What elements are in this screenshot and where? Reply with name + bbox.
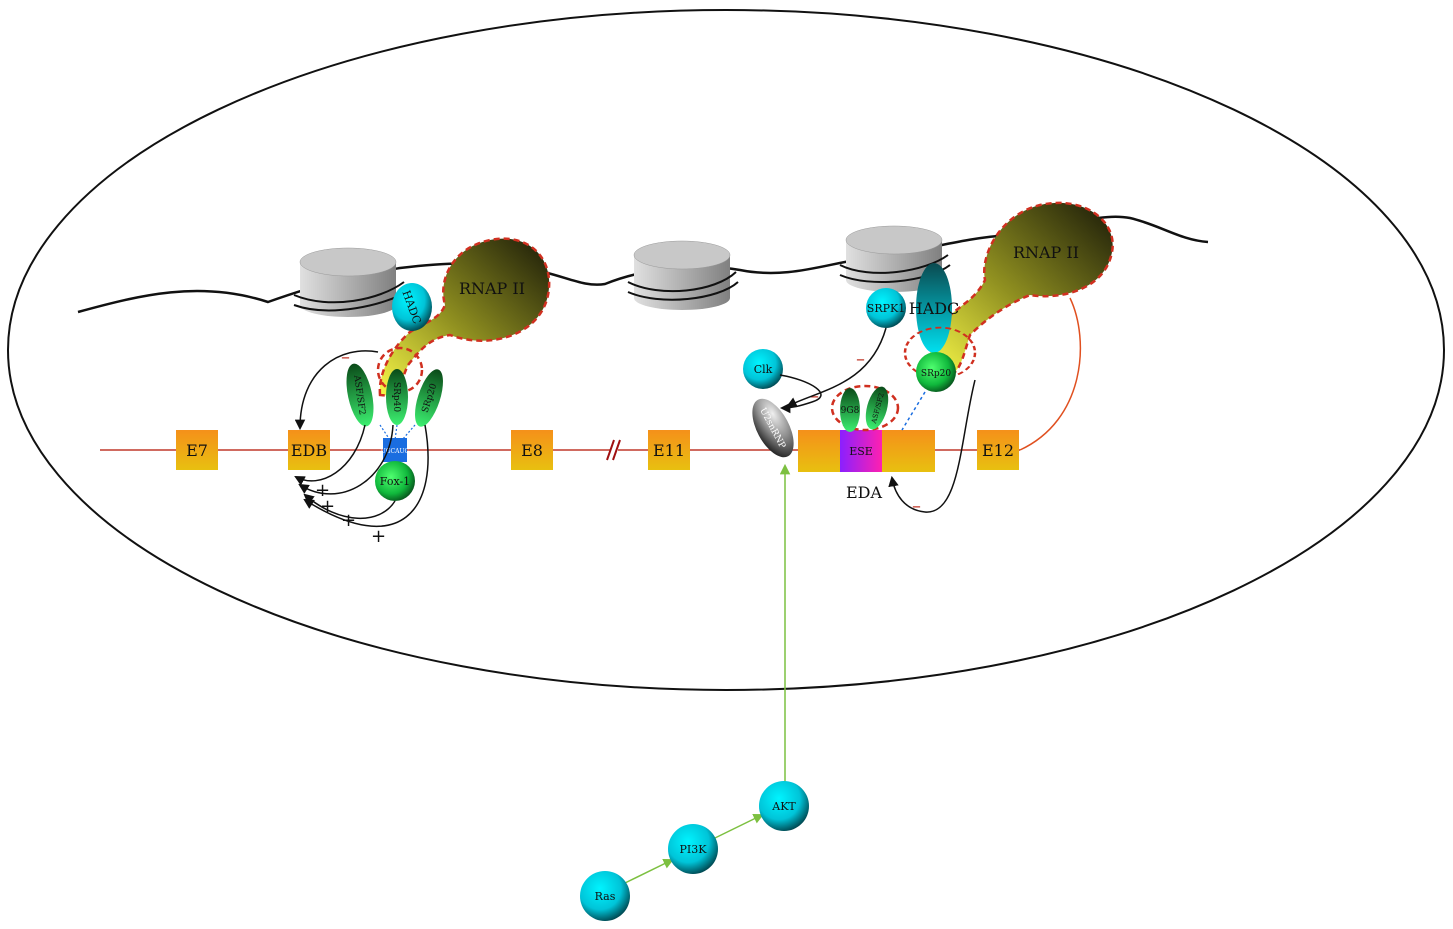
activate-arrow-asf2 — [294, 424, 366, 486]
exon-e12-label: E12 — [982, 441, 1014, 460]
exon-eda: ESE EDA — [798, 430, 935, 502]
hadc-right: HADC — [909, 263, 960, 353]
arrow-pi3k-to-akt — [714, 813, 764, 839]
clk-kinase: Clk — [743, 349, 783, 389]
ras-label: Ras — [595, 890, 616, 903]
arrow-ras-to-pi3k — [624, 858, 674, 884]
inhibit-arrow-to-eda — [888, 379, 976, 513]
arrow-srpk1-to-u2 — [786, 327, 887, 407]
fox1-label: Fox-1 — [380, 475, 410, 488]
ugcaug-label: UGCAUG — [381, 448, 410, 455]
ras-node: Ras — [580, 871, 630, 921]
ese-label: ESE — [849, 445, 873, 458]
clk-label: Clk — [754, 363, 773, 376]
minus-sign-left: – — [341, 347, 350, 368]
exon-e11-label: E11 — [653, 441, 685, 460]
activate-arrow-srp20 — [303, 424, 429, 528]
akt-label: AKT — [771, 800, 796, 813]
arrow-clk-to-u2 — [779, 374, 822, 414]
ugcaug-element: UGCAUG — [381, 438, 410, 462]
rnap-left-label: RNAP II — [459, 279, 525, 298]
exon-edb: EDB — [288, 430, 330, 470]
plus-sign-2: + — [320, 496, 335, 517]
plus-sign-1: + — [315, 480, 330, 501]
srpk1-label: SRPK1 — [867, 302, 905, 315]
sr-9g8: 9G8 — [840, 388, 860, 432]
exon-e7-label: E7 — [186, 441, 208, 460]
srp20-binding-dotted — [901, 391, 926, 431]
break-mark — [606, 439, 621, 461]
sr-9g8-label: 9G8 — [841, 406, 860, 416]
srp20-right: SRp20 — [916, 352, 956, 392]
activate-arrow-fox1 — [303, 493, 396, 520]
hadc-left: HADC — [392, 283, 432, 331]
nucleosome-right — [839, 225, 951, 292]
sr-asf2-left: ASF/SF2 — [346, 363, 374, 427]
nucleus-boundary — [7, 9, 1445, 691]
srp20-right-label: SRp20 — [921, 369, 951, 379]
exon-e7: E7 — [176, 430, 218, 470]
rnap-right-label: RNAP II — [1013, 243, 1079, 262]
inhibit-arrow-hadc-to-edb — [294, 350, 379, 431]
activate-arrow-srp40 — [298, 424, 394, 495]
pi3k-node: PI3K — [668, 824, 718, 874]
sr-binding-dotted-left — [379, 424, 416, 441]
exon-e8: E8 — [511, 430, 553, 470]
sr-srp40-label: SRp40 — [391, 382, 401, 412]
sr-srp20-left: SRp20 — [415, 369, 443, 427]
exon-edb-label: EDB — [291, 441, 327, 460]
plus-sign-4: + — [371, 526, 386, 547]
akt-node: AKT — [759, 781, 809, 831]
sr-dashed-circle-ese — [830, 384, 900, 432]
hadc-right-label: HADC — [909, 299, 960, 318]
sr-asf-right: ASF/SF2 — [865, 386, 889, 430]
nucleosome-left — [293, 247, 407, 317]
minus-sign-eda: – — [912, 496, 921, 517]
pi3k-label: PI3K — [680, 843, 708, 856]
exon-e12: E12 — [977, 430, 1019, 470]
plus-sign-3: + — [341, 510, 356, 531]
nucleosome-middle — [627, 240, 739, 310]
exon-e8-label: E8 — [521, 441, 543, 460]
rnap-right-tether — [1019, 297, 1082, 451]
eda-label: EDA — [846, 483, 883, 502]
minus-sign-clk: – — [810, 386, 819, 407]
rnap-ii-right: RNAP II — [928, 201, 1114, 374]
fox1-protein: Fox-1 — [375, 461, 415, 501]
srpk1-kinase: SRPK1 — [866, 288, 906, 328]
sr-srp40-left: SRp40 — [386, 369, 408, 425]
ese-region — [840, 430, 882, 472]
exon-e11: E11 — [648, 430, 690, 470]
minus-sign-srpk1: – — [856, 349, 865, 370]
